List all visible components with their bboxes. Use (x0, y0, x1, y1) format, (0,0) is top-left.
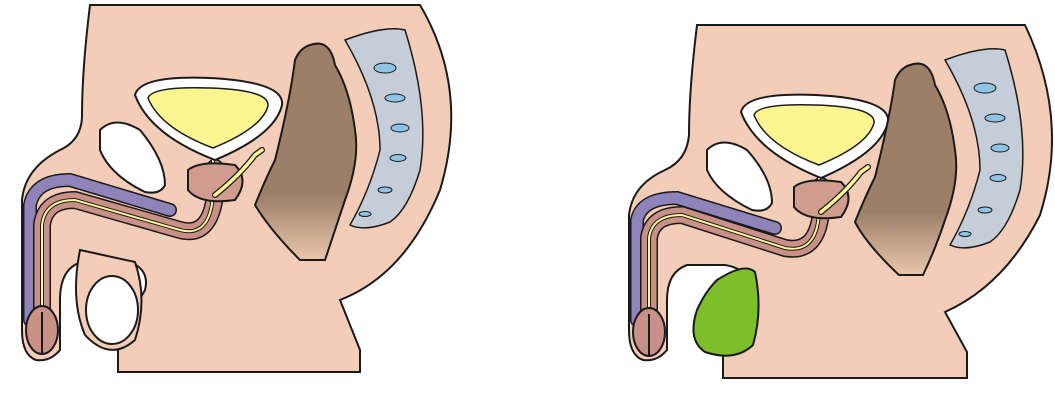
vertebra-disc (974, 83, 996, 93)
normal-anatomy-panel (0, 0, 470, 394)
testis (86, 276, 138, 344)
hydrocele-anatomy-icon (605, 0, 1055, 394)
hydrocele (693, 268, 758, 355)
normal-anatomy-icon (0, 0, 470, 394)
hydrocele-anatomy-panel (605, 0, 1055, 394)
vertebra-disc (374, 63, 396, 73)
